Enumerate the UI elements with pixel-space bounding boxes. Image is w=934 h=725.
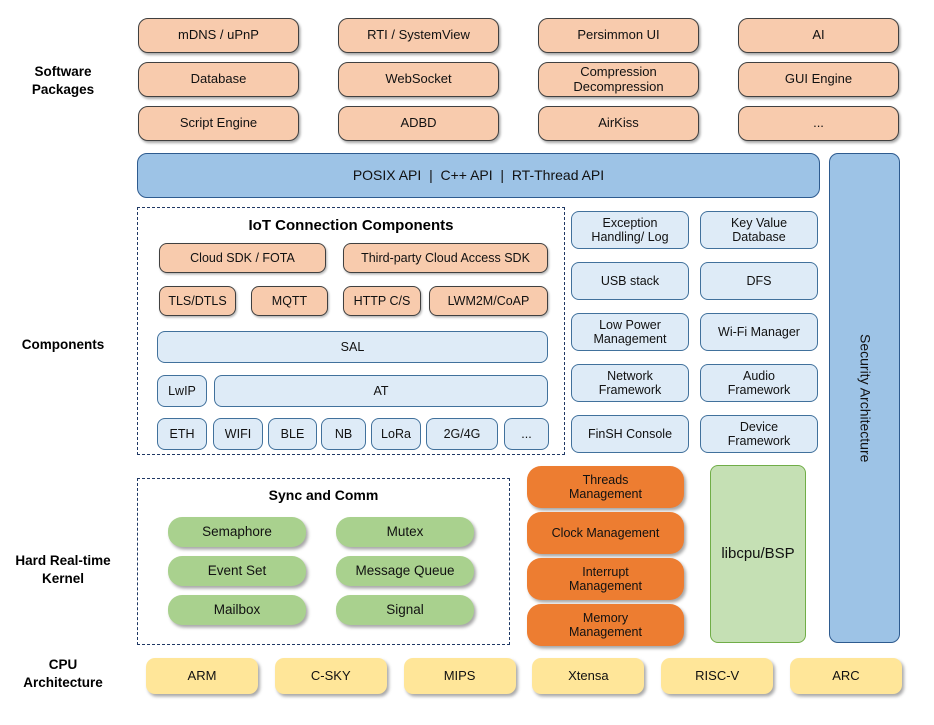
- link-layer-box: ...: [504, 418, 549, 450]
- sync-pill: Message Queue: [336, 556, 474, 586]
- link-layer-box: LoRa: [371, 418, 421, 450]
- sync-pill: Semaphore: [168, 517, 306, 547]
- cpu-arch-box: MIPS: [403, 658, 516, 694]
- iot-protocol-box: TLS/DTLS: [159, 286, 236, 316]
- iot-protocol-box: HTTP C/S: [343, 286, 421, 316]
- package-box: WebSocket: [338, 62, 499, 97]
- section-label-kernel: Hard Real-time Kernel: [15, 553, 111, 586]
- package-box: GUI Engine: [738, 62, 899, 97]
- iot-protocol-box: LWM2M/CoAP: [429, 286, 548, 316]
- iot-connection-components-box: IoT Connection Components Cloud SDK / FO…: [137, 207, 565, 455]
- link-layer-box: ETH: [157, 418, 207, 450]
- software-packages-grid: mDNS / uPnP RTI / SystemView Persimmon U…: [138, 18, 899, 141]
- components-grid: Exception Handling/ Log Key Value Databa…: [571, 211, 818, 453]
- package-box: ADBD: [338, 106, 499, 141]
- component-box: Key Value Database: [700, 211, 818, 249]
- component-box: Audio Framework: [700, 364, 818, 402]
- section-label-cpu-architecture: CPU Architecture: [23, 657, 103, 690]
- component-box: Low Power Management: [571, 313, 689, 351]
- link-layer-box: WIFI: [213, 418, 263, 450]
- kernel-management-column: Threads Management Clock Management Inte…: [527, 466, 684, 646]
- component-box: Wi-Fi Manager: [700, 313, 818, 351]
- iot-box-third-party-sdk: Third-party Cloud Access SDK: [343, 243, 548, 273]
- package-box: Compression Decompression: [538, 62, 699, 97]
- package-box: mDNS / uPnP: [138, 18, 299, 53]
- package-box: Database: [138, 62, 299, 97]
- iot-box-cloud-sdk-fota: Cloud SDK / FOTA: [159, 243, 326, 273]
- iot-protocol-box: MQTT: [251, 286, 328, 316]
- package-box: Script Engine: [138, 106, 299, 141]
- component-box: USB stack: [571, 262, 689, 300]
- libcpu-bsp-box: libcpu/BSP: [710, 465, 806, 643]
- iot-group-title: IoT Connection Components: [248, 217, 454, 234]
- posix-api-bar: POSIX API | C++ API | RT-Thread API: [137, 153, 820, 198]
- mgmt-pill: Clock Management: [527, 512, 684, 554]
- cpu-architecture-row: ARM C-SKY MIPS Xtensa RISC-V ARC: [146, 658, 902, 694]
- security-architecture-bar: Security Architecture: [829, 153, 900, 643]
- lwip-box: LwIP: [157, 375, 207, 407]
- component-box: DFS: [700, 262, 818, 300]
- component-box: Network Framework: [571, 364, 689, 402]
- cpu-arch-box: ARC: [789, 658, 902, 694]
- mgmt-pill: Interrupt Management: [527, 558, 684, 600]
- package-box: Persimmon UI: [538, 18, 699, 53]
- section-label-components: Components: [21, 337, 105, 352]
- sync-and-comm-box: Sync and Comm Semaphore Mutex Event Set …: [137, 478, 510, 645]
- package-box: AirKiss: [538, 106, 699, 141]
- package-box: RTI / SystemView: [338, 18, 499, 53]
- package-box: AI: [738, 18, 899, 53]
- section-label-software-packages: Software Packages: [31, 64, 95, 97]
- link-layer-box: 2G/4G: [426, 418, 498, 450]
- cpu-arch-box: RISC-V: [661, 658, 774, 694]
- component-box: Exception Handling/ Log: [571, 211, 689, 249]
- mgmt-pill: Threads Management: [527, 466, 684, 508]
- at-box: AT: [214, 375, 548, 407]
- cpu-arch-box: ARM: [146, 658, 258, 694]
- mgmt-pill: Memory Management: [527, 604, 684, 646]
- sync-pill: Event Set: [168, 556, 306, 586]
- sync-pill: Signal: [336, 595, 474, 625]
- link-layer-box: BLE: [268, 418, 317, 450]
- sync-group-title: Sync and Comm: [268, 487, 379, 503]
- cpu-arch-box: C-SKY: [274, 658, 387, 694]
- link-layer-box: NB: [321, 418, 366, 450]
- component-box: FinSH Console: [571, 415, 689, 453]
- sync-pills-grid: Semaphore Mutex Event Set Message Queue …: [168, 517, 474, 625]
- cpu-arch-box: Xtensa: [532, 658, 645, 694]
- sync-pill: Mutex: [336, 517, 474, 547]
- sync-pill: Mailbox: [168, 595, 306, 625]
- package-box: ...: [738, 106, 899, 141]
- component-box: Device Framework: [700, 415, 818, 453]
- sal-box: SAL: [157, 331, 548, 363]
